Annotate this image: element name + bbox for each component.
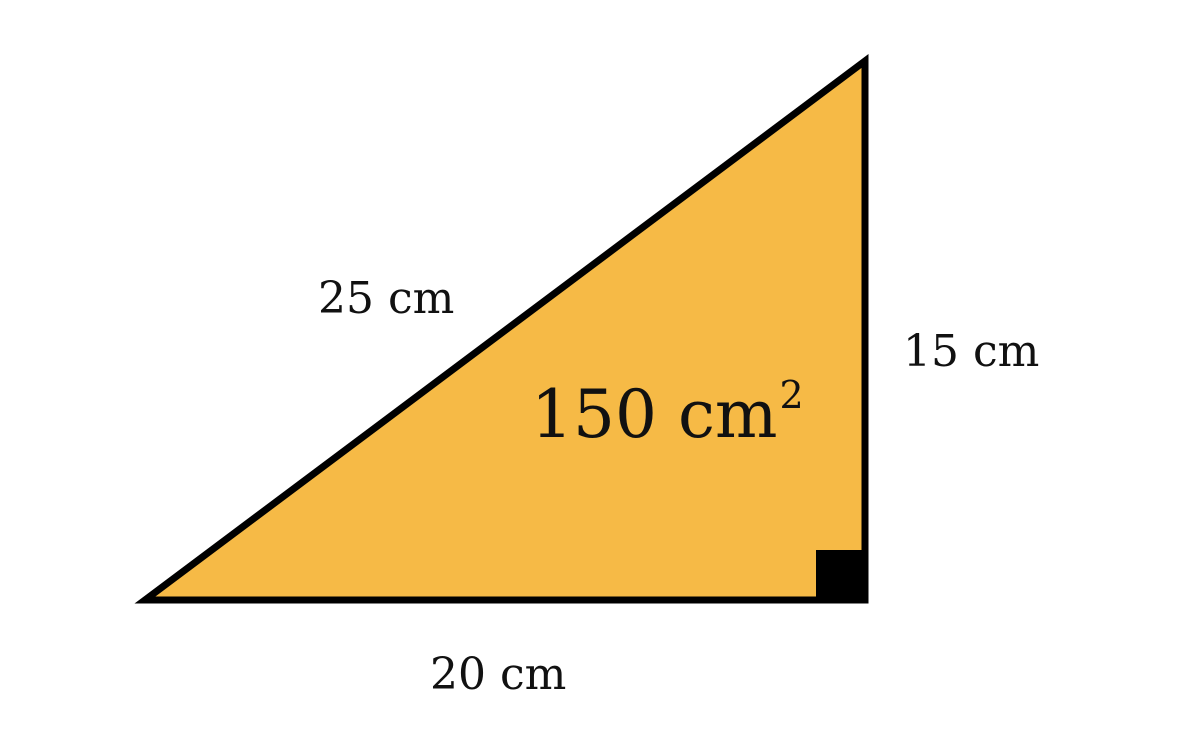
triangle-shape <box>134 54 869 604</box>
area-exponent: 2 <box>780 373 804 417</box>
base-label: 20 cm <box>430 649 566 700</box>
height-label: 15 cm <box>903 326 1039 377</box>
right-angle-marker <box>816 550 865 600</box>
area-value: 150 cm <box>531 376 778 453</box>
hypotenuse-label: 25 cm <box>318 273 454 324</box>
area-label: 150 cm2 <box>531 373 804 453</box>
